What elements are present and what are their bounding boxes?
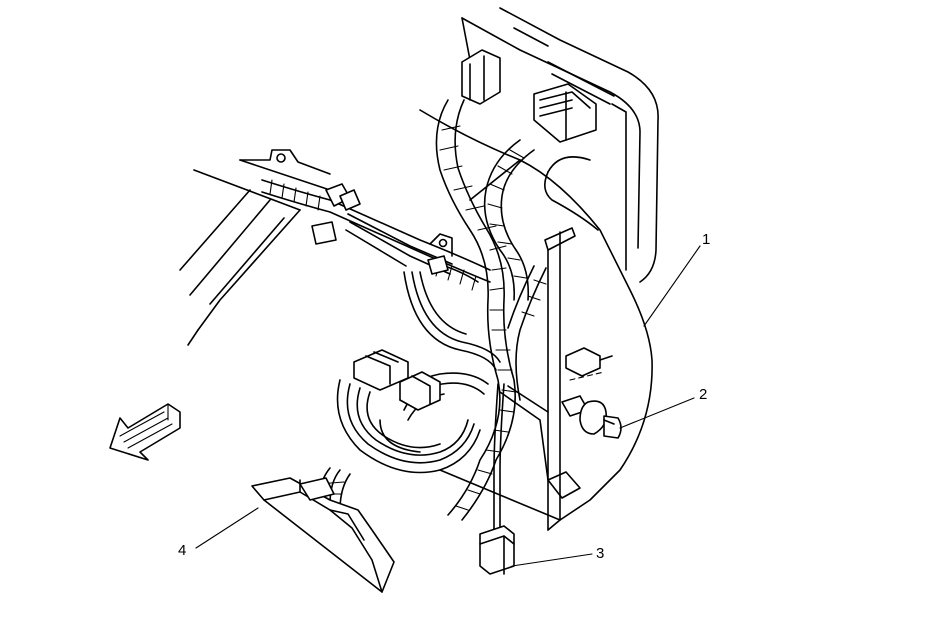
forward-direction-arrow-icon [109, 403, 181, 461]
callout-1-label: 1 [702, 231, 710, 248]
leader-line-3 [511, 553, 593, 567]
mounting-bracket [419, 109, 653, 531]
loop-connectors [353, 349, 441, 411]
dash-structure [179, 149, 331, 346]
callout-3-label: 3 [596, 545, 604, 562]
harness-left-branch [261, 179, 491, 291]
part-3-connector [479, 383, 515, 575]
harness-trunk [435, 99, 547, 521]
callout-leaders [195, 245, 701, 567]
leader-line-4 [195, 507, 259, 549]
part-4-module [251, 467, 395, 593]
callout-2-label: 2 [699, 386, 707, 403]
part-2-retainer [579, 400, 622, 439]
leader-line-2 [619, 397, 695, 429]
panel-housing [461, 7, 659, 283]
leader-line-1 [643, 245, 701, 327]
callout-4-label: 4 [178, 542, 186, 559]
upper-connectors [461, 49, 597, 143]
